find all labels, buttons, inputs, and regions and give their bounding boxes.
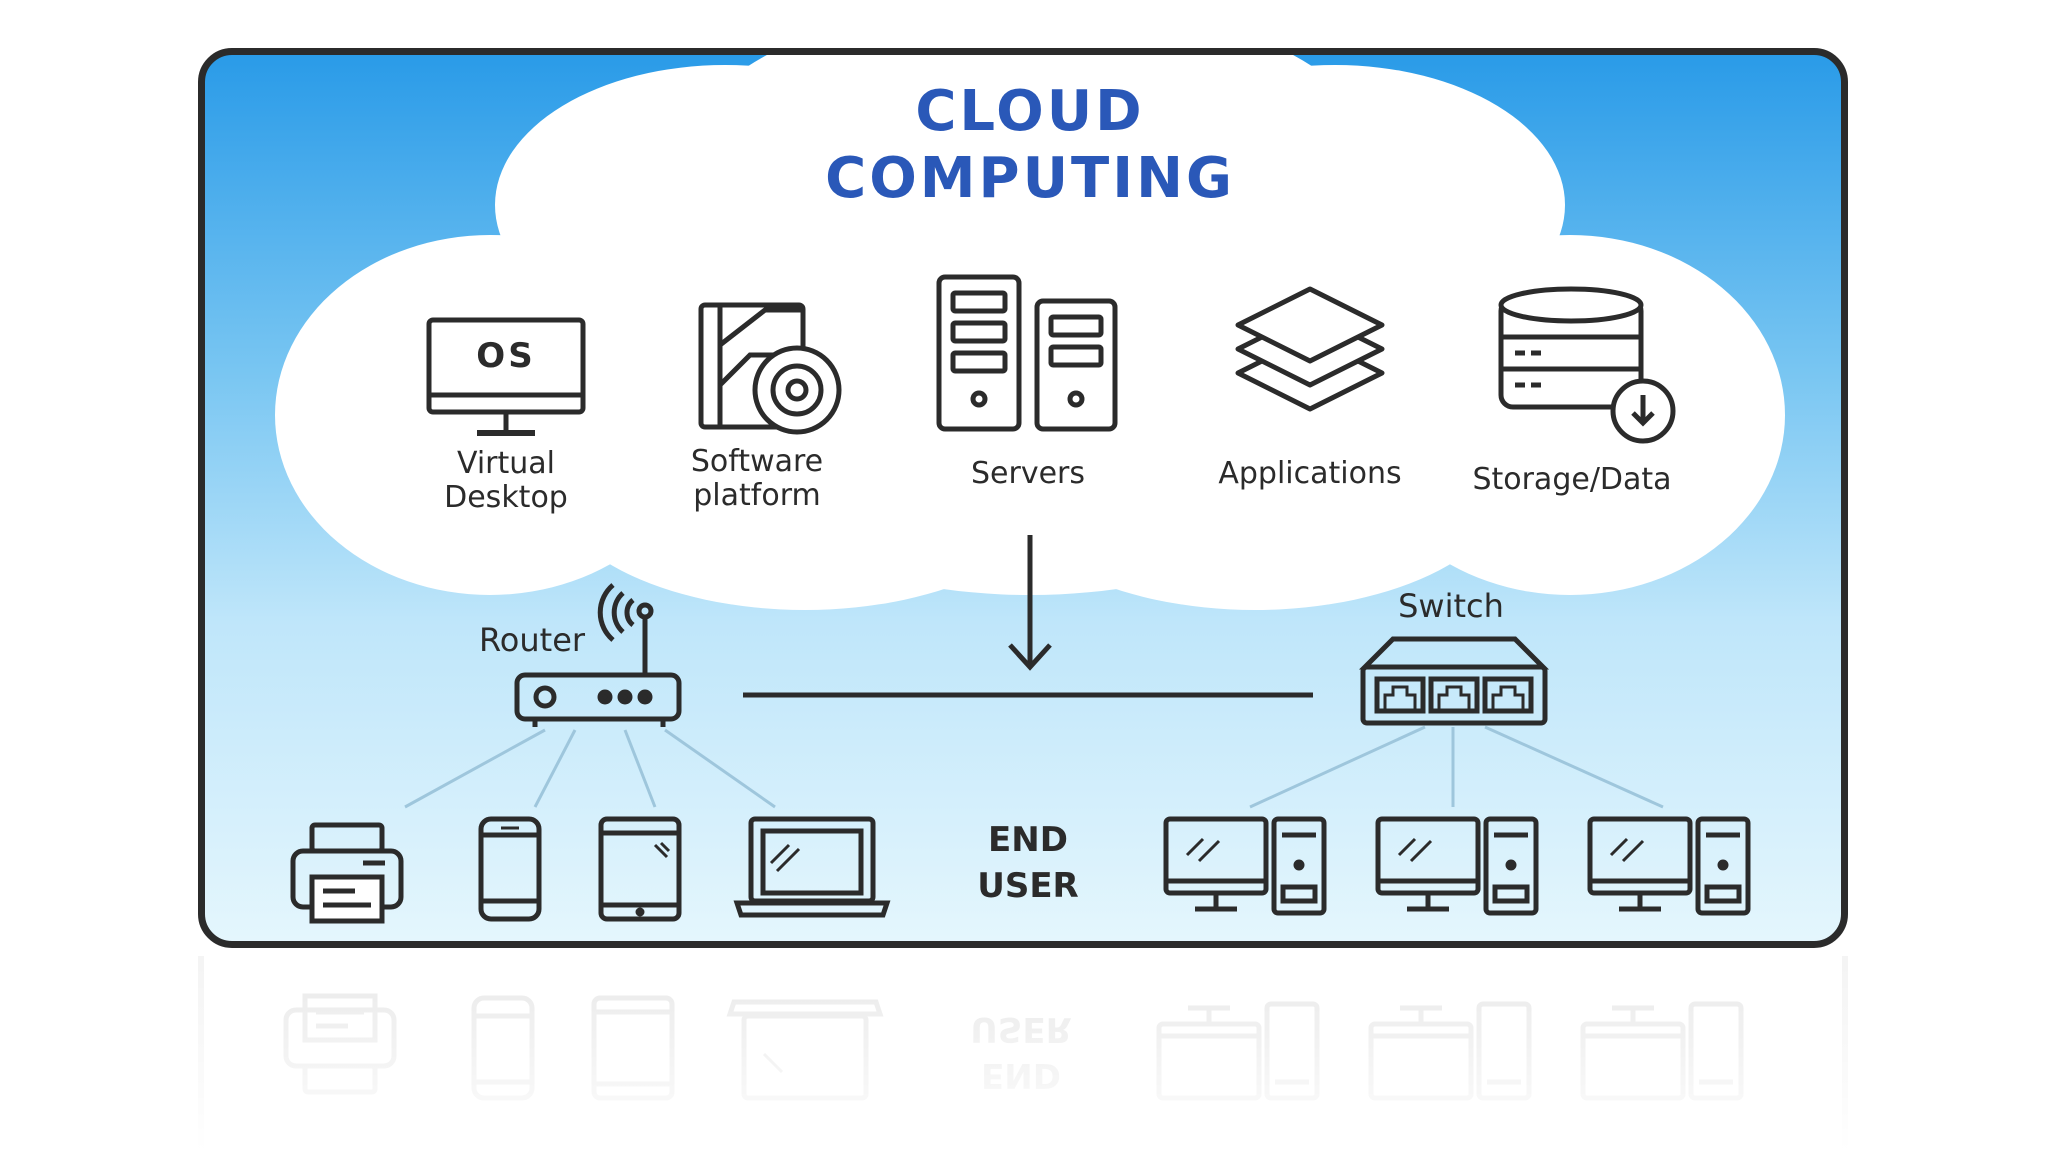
monitor-os-icon — [426, 317, 586, 436]
label-applications: Applications — [1218, 456, 1401, 491]
end-user-line-1: END — [988, 820, 1068, 860]
switch-connectors — [1249, 725, 1664, 809]
label-servers: Servers — [971, 456, 1085, 491]
database-download-icon — [1498, 286, 1676, 444]
switch-label: Switch — [1398, 587, 1504, 625]
software-box-icon — [698, 302, 842, 435]
layers-icon — [1235, 286, 1385, 412]
title-line-1: CLOUD — [915, 79, 1144, 144]
label-platform: platform — [693, 478, 820, 513]
router-connectors — [404, 728, 776, 809]
printer-icon — [290, 822, 404, 924]
smartphone-icon — [478, 816, 542, 922]
monitor-screen-text: OS — [476, 336, 535, 376]
tablet-icon — [598, 816, 682, 922]
desktop-pc-icon-1 — [1163, 816, 1327, 916]
panel-reflection: USER END — [0, 956, 2048, 1152]
diagram-panel: CLOUD COMPUTING OS Virtual Desktop — [198, 48, 1848, 948]
title-line-2: COMPUTING — [825, 146, 1235, 211]
diagram-canvas: CLOUD COMPUTING OS Virtual Desktop — [275, 55, 1785, 924]
router-label: Router — [479, 621, 586, 659]
label-storage: Storage/Data — [1472, 462, 1671, 497]
router-icon — [514, 583, 682, 727]
desktop-pc-icon-2 — [1375, 816, 1539, 916]
label-virtual: Virtual — [457, 446, 555, 481]
servers-icon — [936, 274, 1118, 432]
laptop-icon — [733, 816, 891, 918]
cloud-to-network-arrow — [1008, 535, 1052, 671]
cloud-shape — [275, 55, 1785, 610]
desktop-pc-icon-3 — [1587, 816, 1751, 916]
label-desktop: Desktop — [444, 480, 568, 515]
label-software: Software — [691, 444, 823, 479]
end-user-line-2: USER — [977, 866, 1079, 906]
switch-icon — [1358, 636, 1550, 726]
